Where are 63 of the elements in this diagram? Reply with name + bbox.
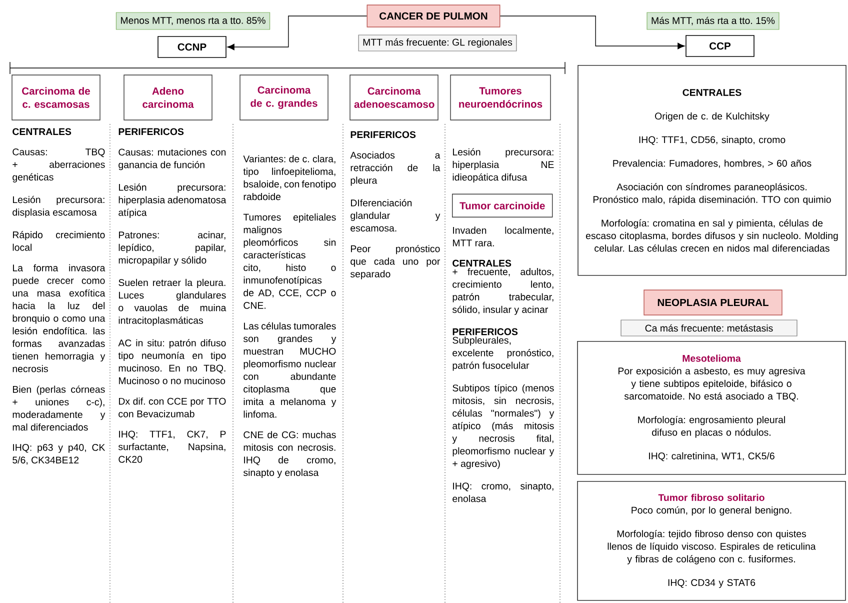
paragraph: Prevalencia: Fumadores, hombres, > 60 años — [613, 160, 812, 168]
arrow — [227, 16, 368, 50]
paragraph: Poco común, por lo general benigno. — [632, 506, 792, 516]
paragraph: IHQ: TTF1, CD56, sinapto, cromo — [639, 136, 786, 146]
paragraph: Lesión precursora: hiperplasia NE idieopática difusa — [452, 148, 554, 183]
paragraph: Morfología: engrosamiento pleural difuso en placas o nódulos. — [638, 416, 785, 438]
type-box: Adeno carcinoma — [124, 74, 212, 120]
info-box — [577, 481, 846, 601]
paragraph: IHQ: p63 y p40, CK 5/6, CK34BE12 — [12, 444, 106, 465]
paragraph: Bien (perlas córneas + uniones c-c), moderadamente y mal diferenciados — [12, 386, 106, 431]
paragraph: Rápido crecimiento local — [12, 231, 105, 251]
paragraph: IHQ: CD34 y STAT6 — [668, 579, 756, 588]
column-heading: PERIFERICOS — [118, 128, 184, 136]
paragraph: Dx dif. con CCE por TTO con Bevacizumab — [118, 398, 226, 418]
note-box: Menos MTT, menos rta a tto. 85% — [116, 12, 270, 30]
info-box — [578, 65, 846, 276]
paragraph: La forma invasora puede crecer como una masa exofítica hacia la luz del bronquio o como una lesión endofítica. las formas avanzadas tienen hemorragia y necrosis — [12, 264, 106, 372]
paragraph: Variantes: de c. clara, tipo linfoepitelioma, bsaloide, con fenotipo rabdoide — [243, 155, 336, 200]
type-box: Carcinoma adenoescamoso — [350, 74, 438, 120]
paragraph: DIferenciación glandular y escamosa. — [350, 199, 440, 232]
column-heading: CENTRALES — [452, 260, 512, 267]
box-heading: Tumor fibroso solitario — [658, 494, 764, 501]
category-box: CCP — [686, 35, 754, 57]
paragraph: Invaden localmente, MTT rara. — [453, 226, 554, 246]
paragraph: Peor pronóstico que cada uno por separado — [350, 244, 440, 280]
type-box: Tumores neuroendócrinos — [450, 74, 551, 120]
section-box: NEOPLASIA PLEURAL — [644, 290, 782, 316]
paragraph: IHQ: cromo, sinapto, enolasa — [452, 482, 554, 502]
arrow — [500, 16, 685, 50]
note-box: MTT más frecuente: GL regionales — [358, 34, 517, 52]
type-box: Tumor carcinoide — [452, 194, 553, 218]
title-box: CANCER DE PULMON — [366, 4, 500, 28]
column-heading: PERIFERICOS — [350, 131, 416, 138]
paragraph: Asociados a retracción de la pleura — [350, 151, 440, 186]
type-box: Carcinoma de c. escamosas — [12, 74, 100, 120]
paragraph: Subpleurales, excelente pronóstico, patrón fusocelular — [452, 336, 554, 371]
paragraph: Tumores epiteliales malignos pleomórficos sin características cito, histo o inmunofenotípicas de AD, CCE, CCP o CNE. — [243, 214, 336, 309]
paragraph: AC in situ: patrón difuso tipo neumonía en tipo mucinoso. En no TBQ. Mucinoso o no mucinoso — [118, 339, 226, 384]
category-box: CCNP — [158, 36, 226, 58]
paragraph: Lesión precursora: displasia escamosa — [12, 196, 104, 218]
box-heading: CENTRALES — [682, 89, 742, 96]
paragraph: IHQ: calretinina, WT1, CK5/6 — [649, 452, 774, 462]
note-box: Más MTT, más rta a tto. 15% — [646, 12, 780, 30]
paragraph: Origen de c. de Kulchitsky — [655, 112, 770, 122]
note-box: Ca más frecuente: metástasis — [620, 320, 798, 336]
box-heading: Mesotelioma — [682, 354, 741, 362]
type-box: Carcinoma de c. grandes — [240, 74, 328, 120]
paragraph: IHQ: TTF1, CK7, P surfactante, Napsina, CK20 — [118, 430, 226, 463]
paragraph: Patrones: acinar, lepídico, papilar, micropapilar y sólido — [118, 231, 226, 266]
paragraph: Causas: mutaciones con ganancia de función — [118, 148, 226, 170]
paragraph: Subtipos típico (menos mitosis, sin necrosis, células "normales") y atípico (más mitosis y necrosis fital, pleomorfismo nuclear y + agresivo) — [452, 384, 554, 469]
info-box — [577, 341, 846, 475]
paragraph: Las células tumorales son grandes y muestran MUCHO pleomorfismo nuclear con abundante citoplasma que imita a melanoma y linfoma. — [243, 322, 336, 418]
paragraph: Por exposición a asbesto, es muy agresiva y tiene subtipos epiteloide, bifásico o sarcomatoide. No está asociado a TBQ. — [618, 367, 806, 402]
paragraph: + frecuente, adultos, crecimiento lento, patrón trabecular, sólido, insular y acinar — [452, 268, 554, 315]
paragraph: Morfología: tejido fibroso denso con quistes llenos de líquido viscoso. Espirales de reticulina y fibras de colágeno con c. fusiformes. — [608, 530, 816, 564]
paragraph: Morfología: cromatina en sal y pimienta, células de escaso citoplasma, bordes difusos y sin nucleolo. Molding celular. Las células crecen en nidos mal diferenciadas — [586, 219, 838, 252]
paragraph: Lesión precursora: hiperplasia adenomatosa atípica — [118, 184, 226, 218]
paragraph: Asociación con síndromes paraneoplásicos. Pronóstico malo, rápida diseminación. TTO con quimio — [593, 183, 831, 205]
paragraph: CNE de CG: muchas mitosis con necrosis. IHQ de cromo, sinapto y enolasa — [243, 431, 336, 478]
column-heading: PERIFERICOS — [452, 328, 518, 336]
paragraph: Suelen retraer la pleura. Luces glandulares o vauolas de muina intracitoplasmáticas — [118, 278, 226, 326]
paragraph: Causas: TBQ + aberraciones genéticas — [12, 148, 105, 182]
